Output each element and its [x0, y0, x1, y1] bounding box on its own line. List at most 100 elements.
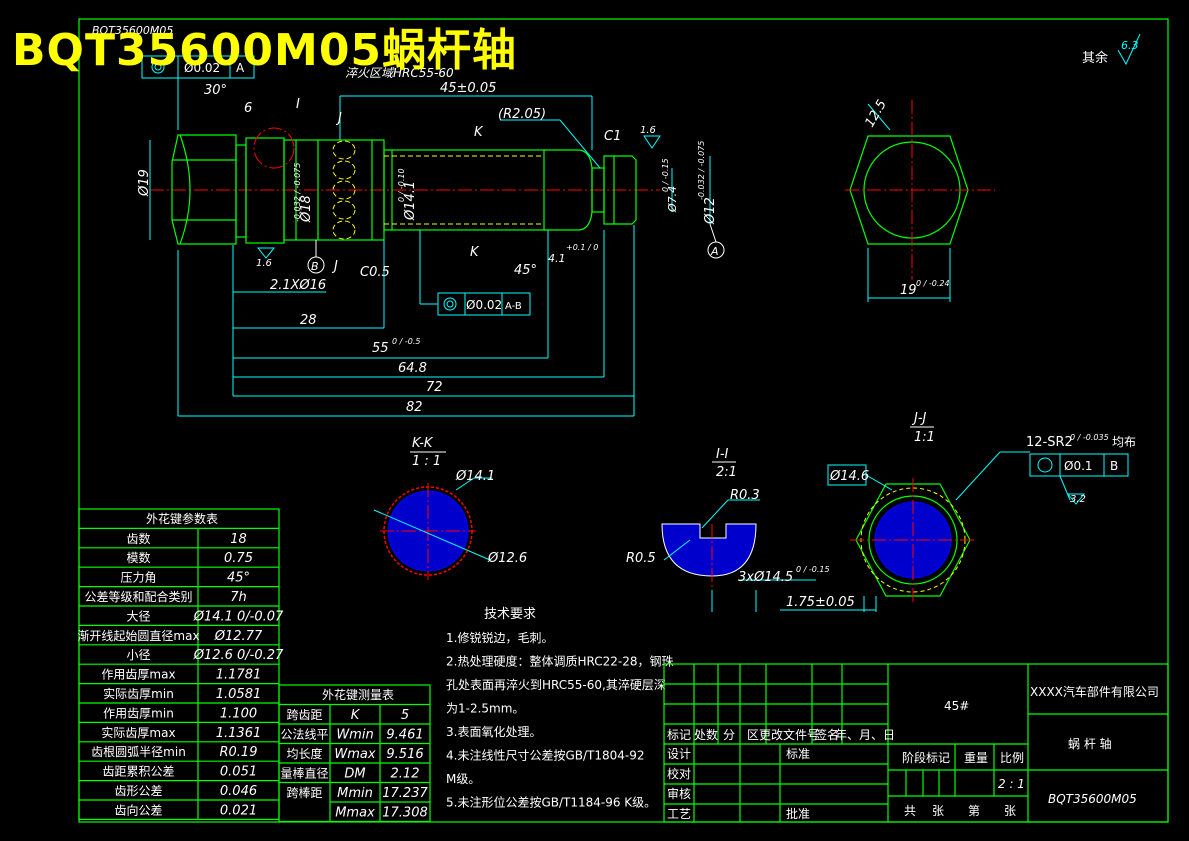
spline-param-value: R0.19 [220, 745, 258, 760]
measure-symbol: Mmax [335, 806, 375, 821]
spline-param-name: 实际齿厚max [101, 725, 175, 740]
rev-header: 年、月、日 [835, 728, 895, 742]
dim-72: 72 [426, 380, 443, 395]
dim-14-dia: Ø14.1 [403, 181, 418, 221]
tb-left-row: 设计 [667, 747, 691, 761]
measure-table [278, 684, 431, 823]
jj-fc-datum: B [1110, 459, 1118, 473]
label-k-top: K [474, 125, 484, 140]
dim-648: 64.8 [398, 361, 427, 376]
tol-frame-value: Ø0.02 [184, 61, 220, 75]
kk-dia-141: Ø14.1 [455, 469, 495, 484]
ii-r03: R0.3 [730, 488, 760, 503]
spline-param-value: 1.1781 [216, 668, 262, 683]
jj-sr-tol: 0 / -0.035 [1070, 433, 1109, 442]
tb-approve: 批准 [786, 806, 810, 821]
measure-name: 跨棒距 [286, 786, 322, 800]
tb-scale: 2 : 1 [998, 777, 1025, 791]
rev-header: 更改文件号 [759, 727, 819, 742]
angle-45: 45° [514, 263, 537, 278]
measure-name: 均长度 [286, 746, 322, 761]
spline-param-value: 0.021 [220, 803, 257, 818]
measure-table-title: 外花键测量表 [322, 687, 394, 702]
spline-param-name: 模数 [126, 550, 150, 565]
measure-value: 17.308 [382, 806, 428, 821]
spline-param-name: 齿数 [126, 531, 150, 546]
dim-c1: C1 [604, 129, 621, 144]
tb-left-row: 审核 [667, 786, 691, 801]
measure-symbol: Wmin [336, 728, 373, 743]
dim-19-dia: Ø19 [137, 169, 152, 197]
kk-title: K-K [412, 436, 434, 451]
kk-dia-126: Ø12.6 [487, 551, 527, 566]
tol-ab-datum: A-B [505, 301, 522, 312]
spline-param-value: 0.75 [224, 551, 253, 566]
rev-header: 处数 [694, 727, 718, 742]
spline-param-value: Ø12.6 0/-0.27 [193, 648, 284, 663]
tech-req-line: 1.修锐锐边，毛刺。 [446, 630, 553, 645]
tech-req-line: M级。 [446, 772, 480, 786]
dim-21x16: 2.1XØ16 [270, 278, 326, 293]
ii-d145-tol: 0 / -0.15 [796, 565, 830, 574]
tb-stage: 阶段标记 [902, 750, 950, 765]
tb-total: 共 [904, 804, 916, 818]
measure-symbol: Mmin [337, 786, 373, 801]
quench-zone-note: 淬火区域HRC55-60 [345, 66, 454, 80]
label-k-bottom: K [470, 245, 480, 260]
measure-value: 17.237 [382, 786, 428, 801]
tech-req-line: 5.未注形位公差按GB/T1184-96 K级。 [446, 795, 656, 810]
dim-82: 82 [406, 400, 423, 415]
dim-18-dia: Ø18 [299, 195, 314, 223]
spline-param-value: 1.0581 [216, 687, 262, 702]
title-block [663, 663, 1169, 823]
tol-frame-datum: A [236, 61, 245, 75]
dim-55-tol: 0 / -0.5 [392, 337, 420, 346]
dim-19-hex: 19 [900, 283, 917, 298]
measure-symbol: K [351, 708, 361, 723]
spline-param-value: 45° [227, 571, 250, 586]
spline-param-value: 0.051 [220, 765, 257, 780]
spline-param-name: 实际齿厚min [103, 686, 174, 701]
jj-d146: Ø14.6 [829, 469, 869, 484]
dim-14-tol: 0 / -0.10 [397, 168, 406, 202]
spline-param-value: 1.1361 [216, 726, 262, 741]
top-left-code: BQT35600M05 [92, 24, 173, 37]
hex-end-view [845, 100, 995, 302]
measure-value: 9.516 [386, 747, 423, 762]
tb-standard: 标准 [786, 747, 810, 761]
spline-param-name: 大径 [126, 609, 150, 623]
ii-d175: 1.75±0.05 [786, 595, 855, 610]
tb-scale-label: 比例 [1000, 751, 1024, 765]
dim-55: 55 [372, 341, 389, 356]
spline-param-name: 齿距累积公差 [102, 765, 174, 779]
dim-r205: (R2.05) [498, 107, 546, 122]
spline-table [78, 508, 280, 820]
jj-fc-value: Ø0.1 [1064, 459, 1093, 473]
spline-param-name: 渐开线起始圆直径max [77, 629, 199, 643]
section-jj [827, 451, 1129, 604]
rev-header: 区 [747, 728, 759, 742]
spline-param-value: 18 [230, 532, 247, 547]
tb-weight: 重量 [964, 751, 988, 765]
dim-41: 4.1 [548, 252, 566, 265]
datum-b-main: B [311, 260, 319, 273]
tb-company: XXXX汽车部件有限公司 [1030, 684, 1159, 699]
jj-sr-note: 12-SR2 [1026, 435, 1073, 450]
tech-req-line: 2.热处理硬度：整体调质HRC22-28，钢珠 [446, 654, 673, 669]
measure-value: 9.461 [386, 728, 423, 743]
spline-param-value: 7h [230, 590, 247, 605]
spline-param-name: 齿形公差 [114, 784, 162, 798]
dim-c05: C0.5 [360, 265, 390, 280]
rev-header: 签名 [815, 727, 839, 742]
spline-param-value: Ø12.77 [214, 629, 263, 644]
roughness-a: 1.6 [640, 125, 656, 136]
tb-sheets: 张 [932, 804, 944, 818]
spline-param-name: 齿根圆弧半径min [91, 745, 186, 759]
roughness-b: 1.6 [256, 258, 272, 269]
tb-part-name: 蜗 杆 轴 [1068, 736, 1112, 751]
tech-req-line: 为1-2.5mm。 [446, 702, 524, 716]
spline-param-name: 压力角 [120, 571, 156, 585]
tb-material: 45# [944, 699, 969, 713]
dim-7-tol: 0 / -0.15 [661, 158, 670, 192]
